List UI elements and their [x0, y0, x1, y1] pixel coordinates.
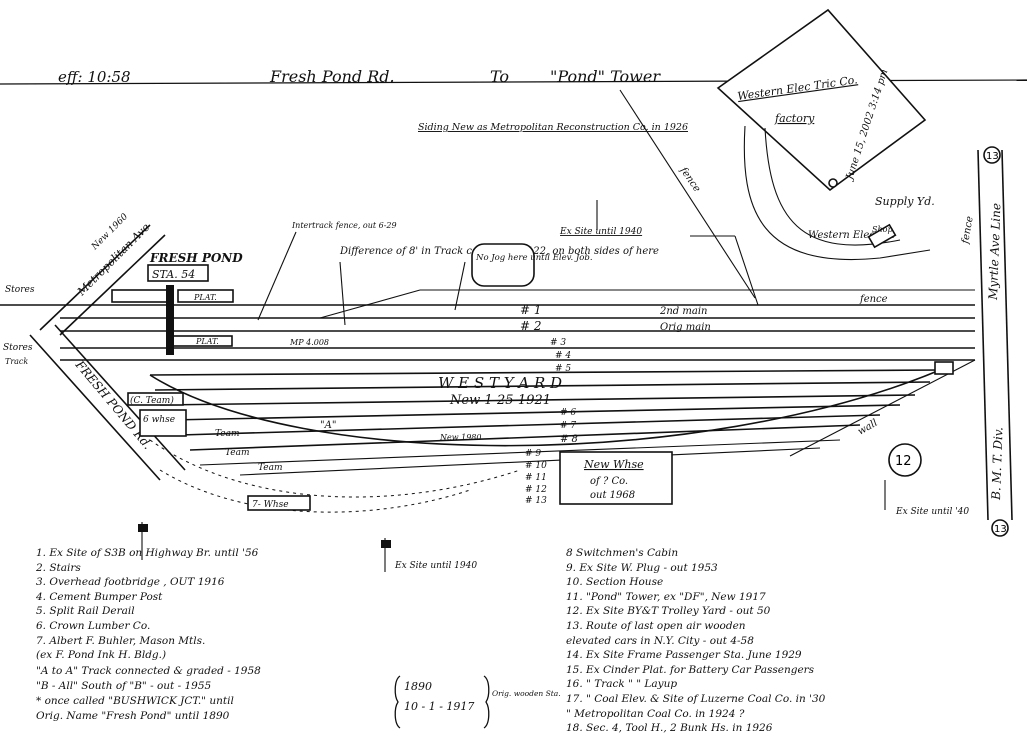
west-yard-label: W E S T Y A R D — [438, 374, 562, 392]
new-whse-box — [559, 451, 673, 505]
new-whse-label: New Whse — [583, 458, 644, 471]
siding-note: Siding New as Metropolitan Reconstructio… — [418, 122, 688, 133]
legend-item: 16. " Track " " Layup — [566, 678, 678, 691]
track-5: # 5 — [555, 364, 571, 374]
western-electric-label-2: Western Elec Co. — [808, 230, 895, 241]
track-8: # 8 — [560, 434, 578, 445]
footnote: "B - All" South of "B" - out - 1955 — [36, 680, 212, 692]
track-7: # 7 — [560, 421, 576, 431]
footnote: * once called "BUSHWICK JCT." until — [36, 695, 234, 707]
title-fresh-pond-rd: Fresh Pond Rd. — [269, 67, 395, 86]
legend-item: 15. Ex Cinder Plat. for Battery Car Pass… — [566, 663, 815, 676]
legend-item: 8 Switchmen's Cabin — [566, 547, 679, 559]
date-1890: 1890 — [404, 680, 432, 693]
fence-label-top: fence — [677, 165, 702, 195]
fence-label-main: fence — [859, 294, 888, 305]
west-yard-tracks — [149, 369, 941, 513]
c-team-label: (C. Team) — [130, 395, 174, 406]
legend-right: 8 Switchmen's Cabin 9. Ex Site W. Plug -… — [566, 546, 1006, 736]
factory-label: factory — [774, 112, 815, 125]
footnotes: "A to A" Track connected & graded - 1958… — [36, 664, 556, 724]
track-3: # 3 — [550, 338, 566, 348]
wall-label: wall — [856, 418, 880, 438]
circle-13-top: 13 — [986, 151, 999, 162]
whse-6-label: 6 whse — [143, 415, 175, 425]
fresh-pond-label: FRESH POND — [149, 251, 243, 265]
intertrack-label: Intertrack fence, out 6-29 — [291, 221, 397, 230]
stores-label: Stores — [5, 285, 35, 295]
track-6: # 6 — [560, 408, 576, 418]
legend-item: 1. Ex Site of S3B on Highway Br. until '… — [36, 547, 259, 559]
legend-item: 2. Stairs — [36, 561, 81, 574]
main-tracks: fence — [0, 289, 975, 361]
circle-12-label: 12 — [895, 454, 912, 469]
legend-item: 17. " Coal Elev. & Site of Luzerne Coal … — [566, 692, 826, 705]
title-pond-tower: "Pond" Tower — [550, 67, 661, 86]
mp-label: MP 4.008 — [289, 338, 329, 347]
legend-left: 1. Ex Site of S3B on Highway Br. until '… — [36, 546, 366, 663]
whse-co-label: of ? Co. — [590, 476, 628, 487]
team-a-label: "A" — [320, 420, 336, 431]
legend-item: 6. Crown Lumber Co. — [36, 619, 151, 632]
shop-label: Shop — [872, 225, 893, 234]
legend-item: 11. "Pond" Tower, ex "DF", New 1917 — [566, 590, 766, 603]
legend-item: 10. Section House — [566, 576, 664, 589]
legend-item: 14. Ex Site Frame Passenger Sta. June 19… — [566, 649, 802, 662]
stores-label-2: Stores — [3, 343, 33, 353]
sta-54-label: STA. 54 — [152, 268, 195, 281]
bmt-div-label: B. M. T. Div. — [989, 427, 1006, 501]
supply-yd-label: Supply Yd. — [875, 195, 935, 208]
legend-item: 4. Cement Bumper Post — [36, 590, 163, 603]
legend-item: 13. Route of last open air wooden — [566, 619, 746, 632]
ex-site-40-label: Ex Site until '40 — [895, 507, 969, 517]
track-1: # 1 — [520, 303, 542, 317]
track-13: # 13 — [525, 496, 547, 506]
orig-wooden-sta: Orig. wooden Sta. — [492, 689, 561, 698]
title-to: To — [490, 67, 509, 86]
platform-label-2: PLAT. — [195, 337, 219, 346]
track-9: # 9 — [525, 449, 541, 459]
second-main-label: 2nd main — [659, 306, 707, 317]
legend-item: elevated cars in N.Y. City - out 4-58 — [566, 634, 754, 647]
fence-label-right: fence — [960, 215, 976, 245]
ex-site-1940-label: Ex Site until 1940 — [559, 227, 642, 237]
whse-7-label: 7- Whse — [252, 500, 289, 510]
dates-box: 1890 10 - 1 - 1917 Orig. wooden Sta. — [394, 675, 561, 729]
track-2: # 2 — [520, 319, 542, 333]
no-jog-note: No Jog here until Elev. Job. — [475, 253, 593, 263]
circle-13-bottom: 13 — [994, 524, 1007, 535]
new-date-label: New 1-25-1921 — [449, 393, 551, 408]
western-electric-factory — [716, 8, 927, 192]
track-11: # 11 — [525, 473, 547, 483]
team-label-3: Team — [258, 463, 283, 473]
whse-out-label: out 1968 — [590, 490, 635, 501]
legend-item: 7. Albert F. Buhler, Mason Mtls. — [36, 634, 206, 647]
team-label: Team — [215, 429, 240, 439]
legend-item: 18. Sec. 4, Tool H., 2 Bunk Hs. in 1926 — [566, 722, 773, 735]
footnote: "A to A" Track connected & graded - 1958 — [36, 665, 261, 677]
track-12: # 12 — [525, 485, 547, 495]
legend-item: 12. Ex Site BY&T Trolley Yard - out 50 — [566, 605, 771, 618]
eff-label: eff: 10:58 — [58, 68, 131, 86]
date-1917: 10 - 1 - 1917 — [404, 700, 474, 713]
team-label-2: Team — [225, 448, 250, 458]
orig-main-label: Orig main — [660, 322, 711, 333]
myrtle-ave-label: Myrtle Ave Line — [986, 203, 1003, 301]
legend-item: (ex F. Pond Ink H. Bldg.) — [36, 649, 167, 662]
new-1980-label: New 1980 — [439, 433, 481, 442]
legend-item: 9. Ex Site W. Plug - out 1953 — [566, 561, 718, 574]
ex-site-1940-label-b: Ex Site until 1940 — [394, 561, 477, 571]
track-4: # 4 — [555, 351, 571, 361]
legend-item: 3. Overhead footbridge , OUT 1916 — [36, 576, 225, 589]
legend-item: " Metropolitan Coal Co. in 1924 ? — [566, 707, 745, 720]
platform-label: PLAT. — [193, 293, 217, 302]
legend-item: 5. Split Rail Derail — [36, 605, 135, 618]
track-label: Track — [5, 357, 28, 366]
track-10: # 10 — [525, 461, 547, 471]
footnote: Orig. Name "Fresh Pond" until 1890 — [36, 710, 230, 722]
